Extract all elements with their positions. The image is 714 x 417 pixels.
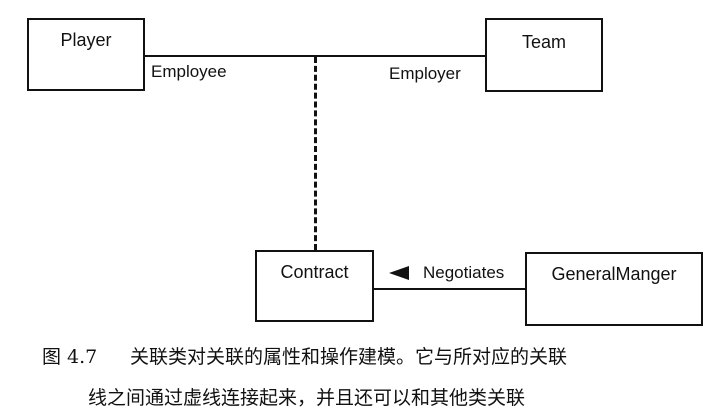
direction-arrow-left-icon: [389, 266, 409, 280]
class-name-player: Player: [60, 30, 112, 50]
figure-caption-text-2: 线之间通过虚线连接起来，并且还可以和其他类关联: [88, 387, 526, 409]
association-line-contract-generalmanager: [373, 288, 527, 290]
role-label-employee: Employee: [151, 62, 227, 81]
role-label-employer: Employer: [389, 64, 461, 83]
class-name-contract: Contract: [280, 262, 349, 282]
association-name-negotiates: Negotiates: [423, 263, 505, 282]
figure-number: 图 4.7: [42, 346, 98, 368]
class-name-general-manager: GeneralManger: [551, 264, 677, 284]
figure-caption-text-1: 关联类对关联的属性和操作建模。它与所对应的关联: [130, 346, 568, 368]
association-class-dashed-line: [314, 57, 317, 250]
association-line-player-team: [145, 55, 487, 57]
uml-association-class-diagram: Player Team Contract GeneralManger Emplo…: [27, 18, 703, 326]
class-box-team[interactable]: Team: [485, 18, 603, 92]
class-box-general-manager[interactable]: GeneralManger: [525, 252, 703, 326]
class-name-team: Team: [521, 32, 566, 52]
class-box-contract[interactable]: Contract: [255, 250, 374, 322]
class-box-player[interactable]: Player: [27, 18, 145, 91]
